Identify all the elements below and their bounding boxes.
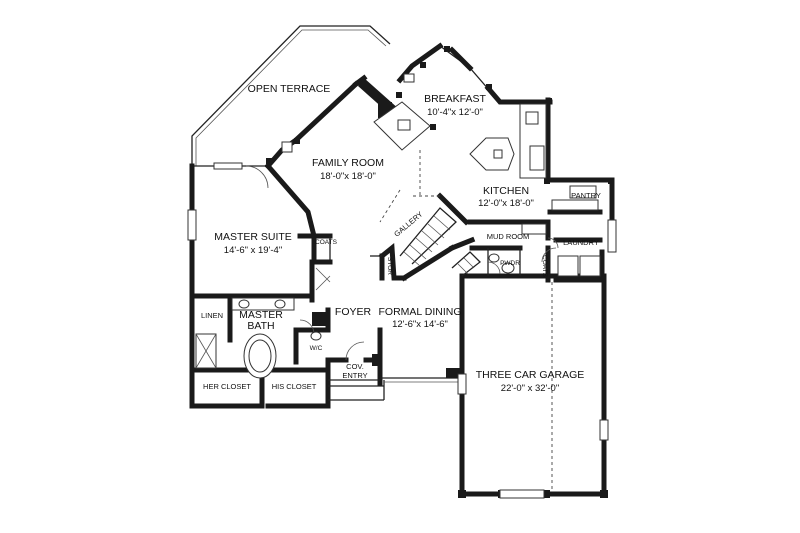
laundry-label: LAUNDRY	[563, 238, 599, 247]
gallery-label: GALLERY	[392, 210, 424, 239]
stair-treads	[399, 207, 481, 277]
pantry-label: PANTRY	[571, 191, 601, 200]
walls	[189, 42, 615, 497]
kitchen-dims: 12'-0"x 18'-0"	[478, 198, 534, 209]
master-suite-label: MASTER SUITE	[214, 231, 292, 243]
family-room-dims: 18'-0"x 18'-0"	[320, 171, 376, 182]
fireplace-hearth	[373, 101, 431, 151]
open-terrace-label: OPEN TERRACE	[248, 83, 331, 95]
cov-entry-label-2: ENTRY	[342, 371, 367, 380]
formal-dining-label: FORMAL DINING	[378, 306, 461, 318]
cov-entry-label: COV.	[346, 362, 364, 371]
bath-fixtures	[195, 253, 515, 379]
coats-foyer-label: COATS	[315, 239, 338, 246]
formal-dining-dims: 12'-6"x 14'-6"	[392, 319, 448, 330]
master-bath-label-2: BATH	[247, 320, 274, 332]
overhead-lines	[379, 150, 553, 490]
kitchen-label: KITCHEN	[483, 185, 529, 197]
her-closet-label: HER CLOSET	[203, 382, 251, 391]
garage-label: THREE CAR GARAGE	[476, 369, 585, 381]
breakfast-dims: 10'-4"x 12'-0"	[427, 107, 483, 118]
master-suite-dims: 14'-6" x 19'-4"	[224, 245, 282, 256]
foyer-label: FOYER	[335, 306, 372, 318]
family-room-label: FAMILY ROOM	[312, 157, 384, 169]
breakfast-label: BREAKFAST	[424, 93, 486, 105]
wc-label: W/C	[310, 345, 323, 352]
mud-room-label: MUD ROOM	[487, 232, 530, 241]
his-closet-label: HIS CLOSET	[272, 382, 317, 391]
doors-windows	[187, 73, 617, 499]
master-bath-label: MASTER	[239, 309, 283, 321]
garage-dims: 22'-0" x 32'-0"	[501, 383, 559, 394]
coats-mud-label: COATS	[541, 255, 548, 278]
storage-label: STOR	[386, 257, 393, 275]
powder-label: PWDR	[500, 260, 520, 267]
linen-label: LINEN	[201, 311, 223, 320]
kitchen-fixtures	[469, 103, 601, 277]
room-labels: OPEN TERRACE BREAKFAST 10'-4"x 12'-0" FA…	[201, 83, 601, 394]
